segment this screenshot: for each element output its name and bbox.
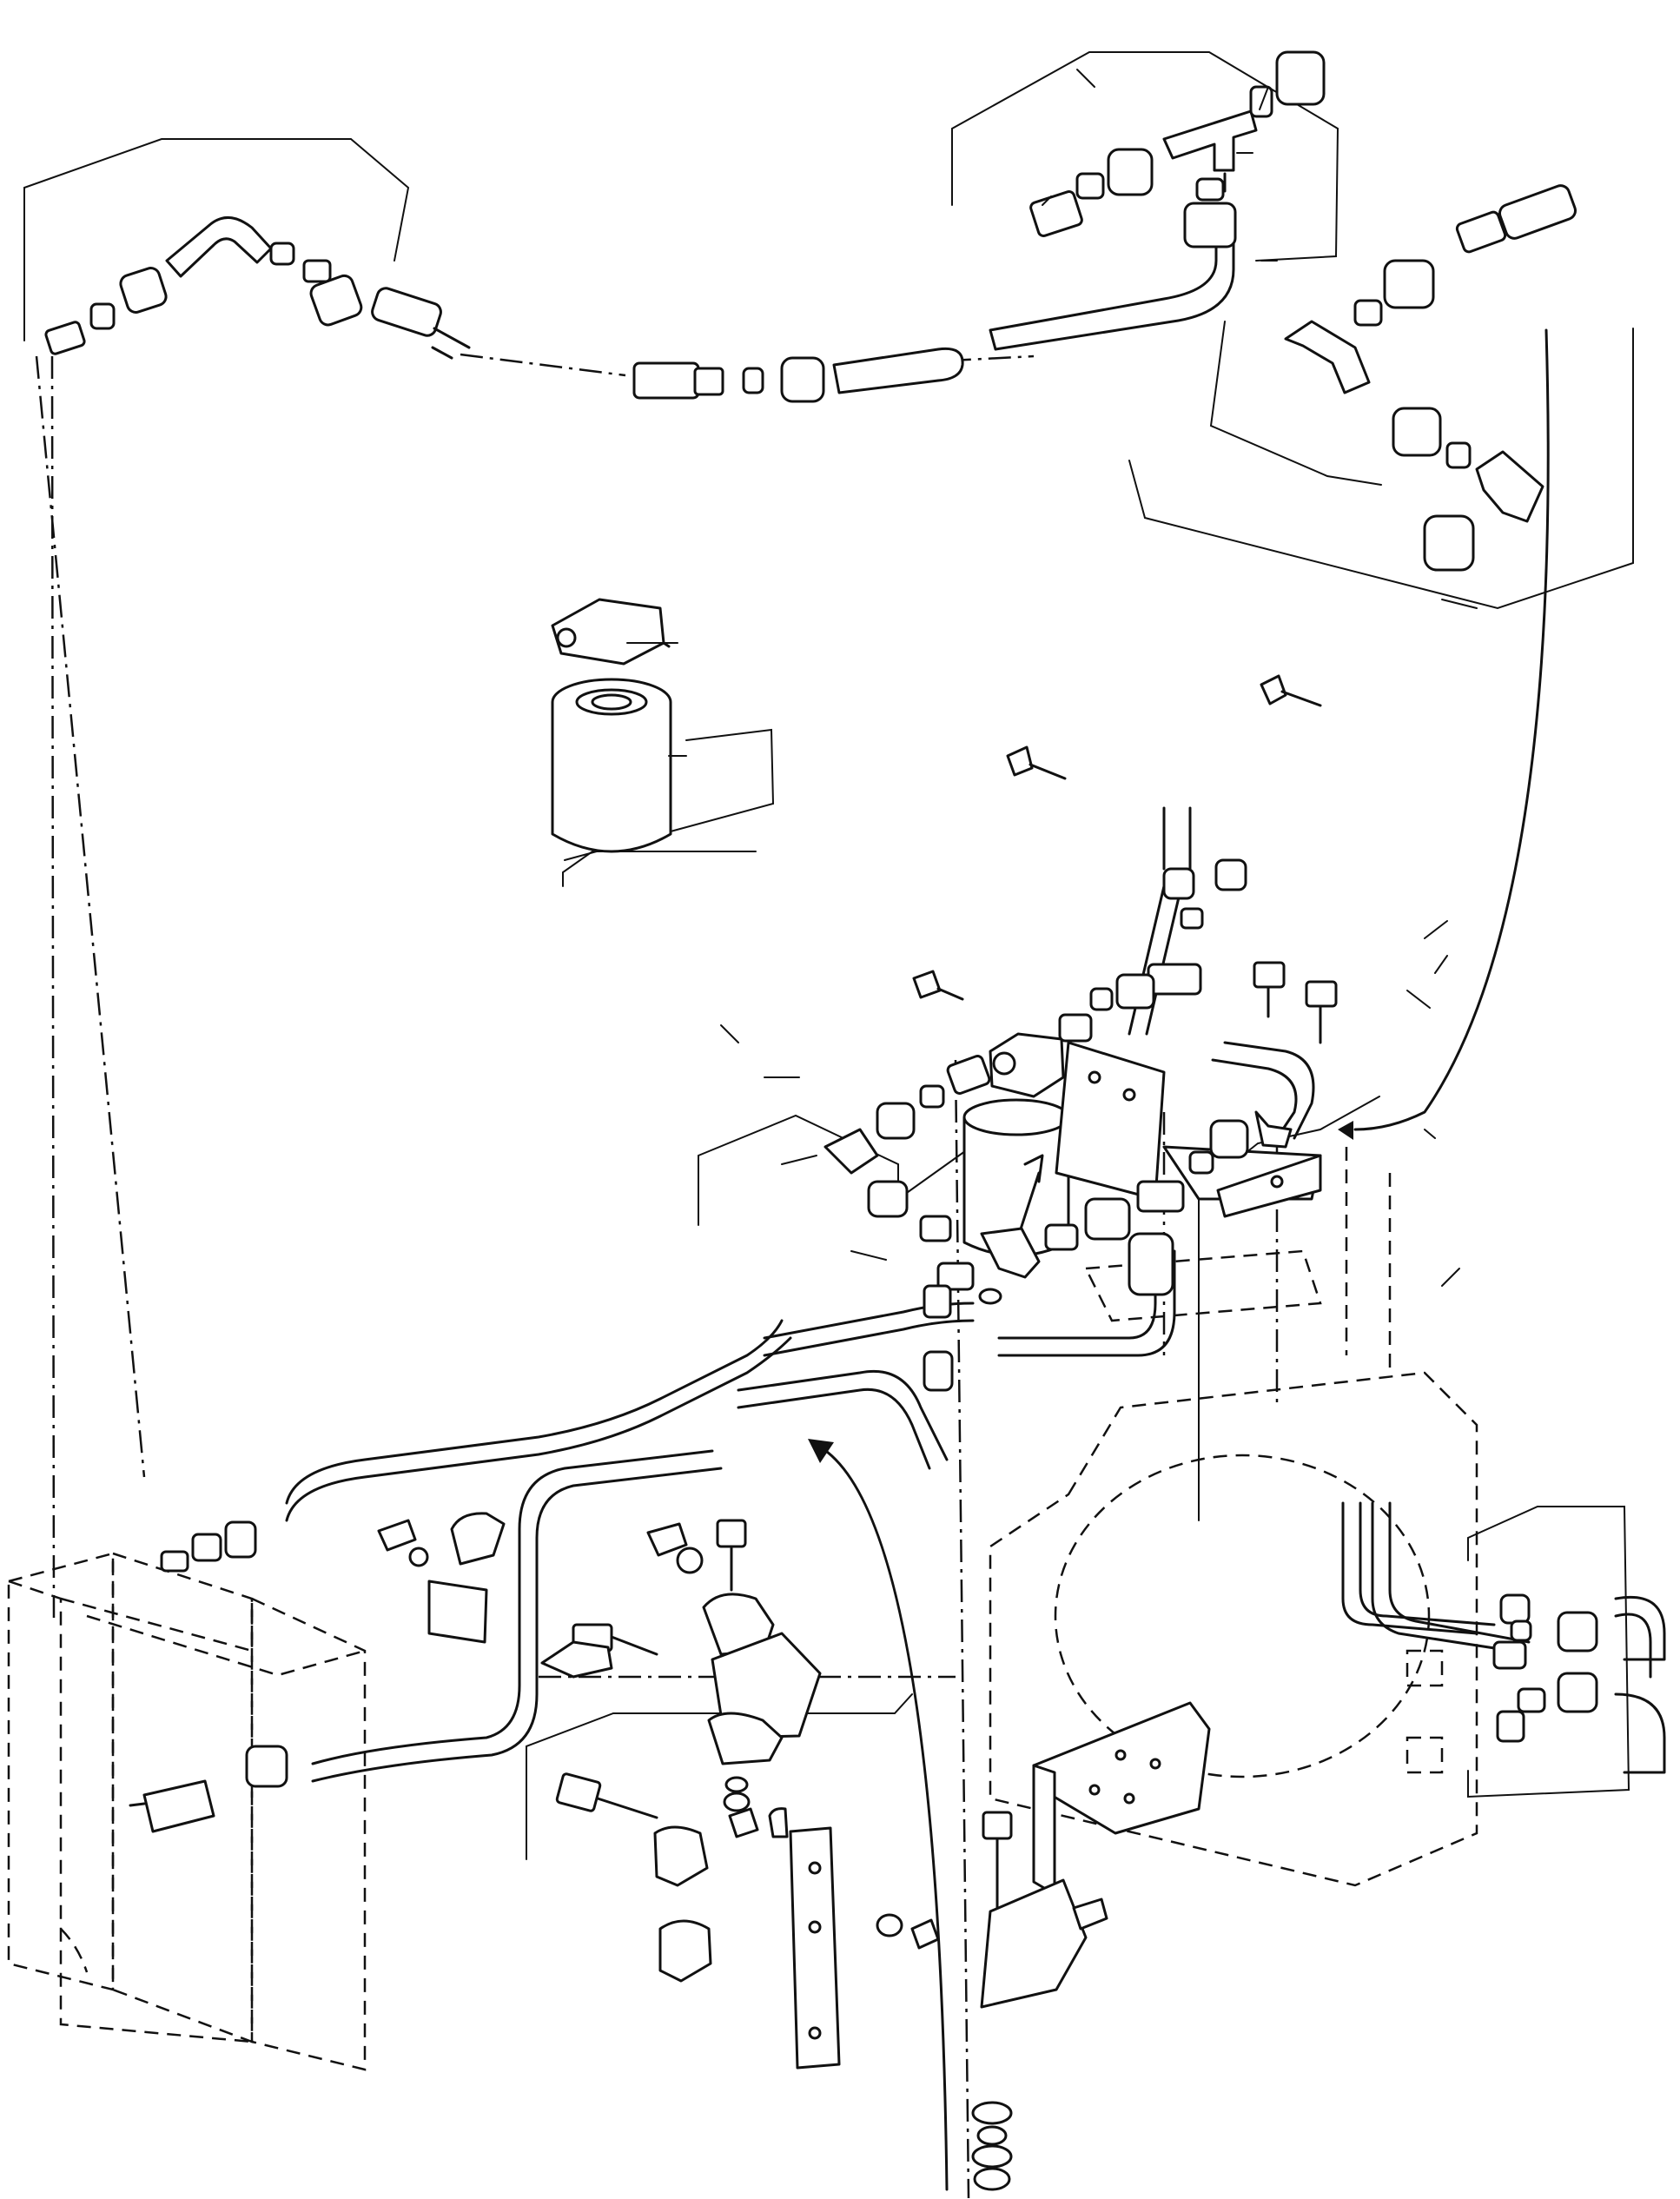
angle-bracket xyxy=(971,1701,1211,2191)
top-left-hose-assembly xyxy=(44,216,471,360)
leader-lines xyxy=(626,69,1478,1287)
oil-filter-assembly xyxy=(962,1032,1070,1257)
mounting-bracket xyxy=(653,1807,940,2070)
tube-clamps xyxy=(377,1512,822,1812)
oil-cooler xyxy=(7,1552,367,2071)
engine-housing xyxy=(989,1147,1478,1887)
flow-arrows xyxy=(808,328,1550,2191)
fuel-filter-cartridge xyxy=(551,678,672,853)
fuel-filter-head xyxy=(551,598,671,666)
top-right-tee-fitting xyxy=(1029,50,1326,237)
top-center-hose-fittings xyxy=(632,177,1237,403)
right-elbow-group xyxy=(1284,184,1577,572)
bracket-plate xyxy=(1055,1041,1322,1218)
fittings-nuts-bolts xyxy=(129,858,1666,1833)
bolts xyxy=(540,674,1338,1910)
group-outlines xyxy=(23,51,1634,1860)
